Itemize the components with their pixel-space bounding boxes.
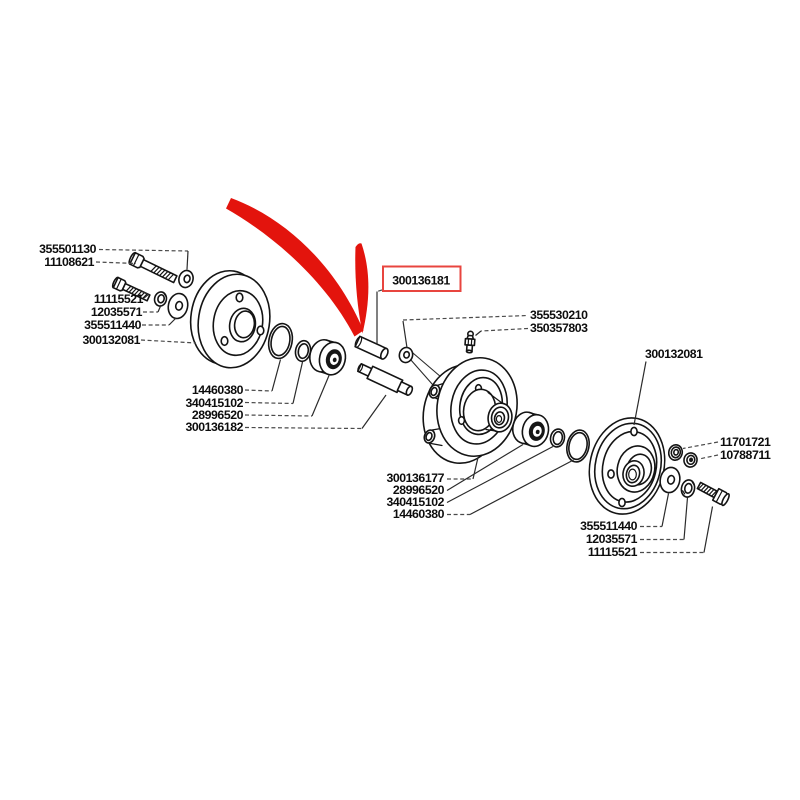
projection-lines <box>409 350 442 390</box>
part-label-350357803: 350357803 <box>530 321 588 335</box>
part-pin-stepped <box>356 362 414 396</box>
part-seal-ring-left <box>267 322 294 360</box>
part-label-340415102-left: 340415102 <box>185 396 243 410</box>
part-flat-washer-right <box>659 466 681 494</box>
part-label-28996520-left: 28996520 <box>192 408 244 422</box>
part-label-14460380-center: 14460380 <box>393 507 445 521</box>
part-washer-top-left <box>178 269 194 289</box>
part-small-ring-right <box>549 428 566 448</box>
part-label-11701721: 11701721 <box>720 435 771 449</box>
part-bolt-left <box>111 276 151 302</box>
part-label-11115521-right: 11115521 <box>588 545 638 559</box>
part-bearing-right <box>511 411 550 448</box>
highlight-box <box>382 265 462 292</box>
drum-boss-lower <box>423 427 445 447</box>
part-label-340415102-center: 340415102 <box>386 495 444 509</box>
part-label-300136177: 300136177 <box>386 471 444 485</box>
part-flange-left <box>189 269 271 369</box>
part-spring-washer-left <box>153 291 168 307</box>
part-label-300132081-left: 300132081 <box>82 333 140 347</box>
part-pin-highlighted <box>354 335 389 360</box>
part-labels: 355501130 11108621 11115521 12035571 355… <box>39 242 771 559</box>
part-label-355501130: 355501130 <box>39 242 96 256</box>
part-grease-fitting <box>464 330 476 354</box>
part-washer-small-right <box>667 444 684 461</box>
part-drum <box>422 356 518 465</box>
part-bolt-top-left <box>128 251 178 284</box>
highlight-arrow <box>226 198 369 337</box>
part-label-300136181-highlighted: 300136181 <box>392 274 450 288</box>
part-label-355530210: 355530210 <box>530 308 588 322</box>
part-bearing-left <box>309 338 347 376</box>
part-bolt-right <box>696 481 730 507</box>
part-spring-washer-right <box>680 479 696 498</box>
part-label-355511440-left: 355511440 <box>84 318 141 332</box>
part-label-300132081-right: 300132081 <box>645 347 703 361</box>
part-small-ring-left <box>294 339 312 363</box>
part-label-355511440-right: 355511440 <box>580 519 637 533</box>
part-label-11108621: 11108621 <box>44 255 94 269</box>
leader-lines <box>95 248 719 554</box>
part-seal-ring-right <box>566 429 590 463</box>
part-pin-washer <box>398 346 414 364</box>
part-label-12035571-left: 12035571 <box>91 305 143 319</box>
part-label-14460380-left: 14460380 <box>192 383 244 397</box>
part-label-11115521-left: 11115521 <box>94 292 144 306</box>
part-flat-washer-left <box>167 292 189 320</box>
part-nut-right <box>683 452 698 468</box>
part-label-28996520-center: 28996520 <box>393 483 445 497</box>
part-label-12035571-right: 12035571 <box>586 532 638 546</box>
part-label-300136182: 300136182 <box>185 420 243 434</box>
part-label-10788711: 10788711 <box>720 448 771 462</box>
part-flange-right <box>588 417 666 515</box>
